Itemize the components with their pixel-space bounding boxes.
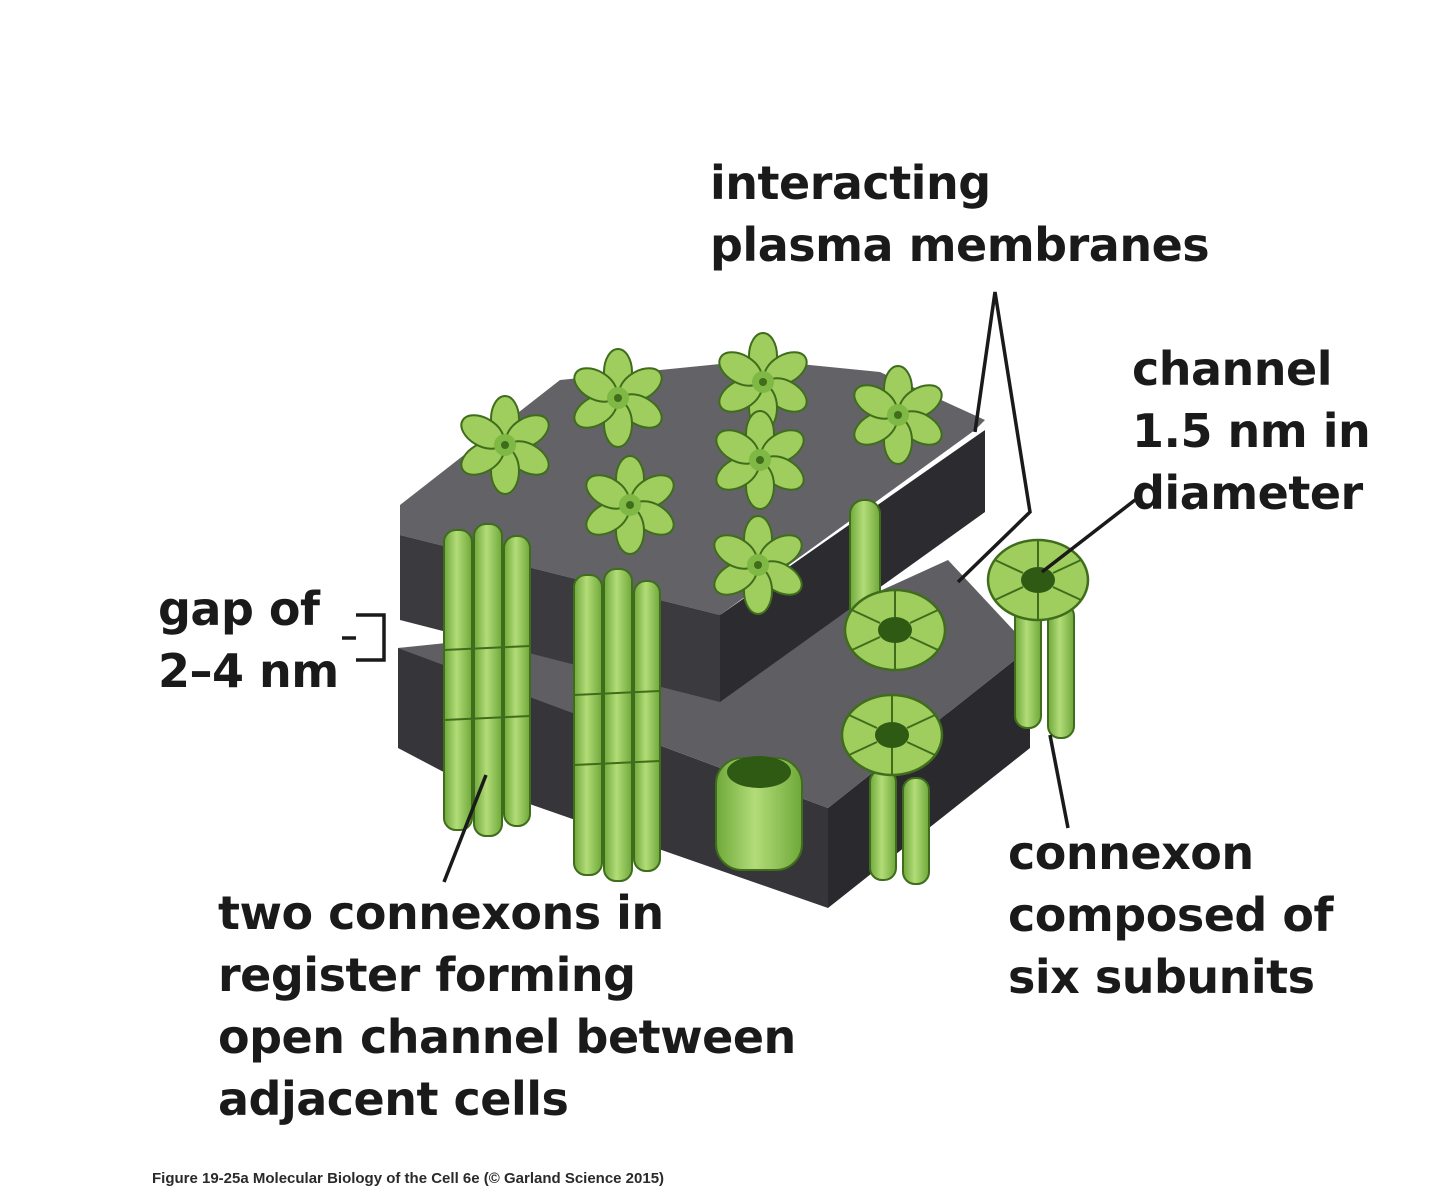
label-line: plasma membranes: [710, 218, 1210, 272]
label-line: channel: [1132, 342, 1333, 396]
label-line: diameter: [1132, 466, 1363, 520]
gap-width-label: gap of 2–4 nm: [158, 578, 339, 702]
label-line: connexon: [1008, 826, 1254, 880]
label-line: open channel between: [218, 1010, 796, 1064]
register-leader: [442, 774, 488, 883]
label-line: two connexons in: [218, 886, 664, 940]
figure-caption: Figure 19-25a Molecular Biology of the C…: [152, 1170, 665, 1187]
label-line: gap of: [158, 582, 320, 636]
connexons-in-register-label: two connexons in register forming open c…: [218, 882, 796, 1130]
gap-bracket: [356, 613, 386, 662]
label-line: composed of: [1008, 888, 1333, 942]
label-line: six subunits: [1008, 950, 1315, 1004]
connexon-subunits-label: connexon composed of six subunits: [1008, 822, 1333, 1008]
label-line: 2–4 nm: [158, 644, 339, 698]
connexon-rings: [840, 499, 1090, 885]
label-line: interacting: [710, 156, 991, 210]
interacting-membranes-label: interacting plasma membranes: [710, 152, 1210, 276]
label-line: 1.5 nm in: [1132, 404, 1371, 458]
membranes-leader: [956, 291, 1032, 584]
leader-lines: [342, 291, 1137, 883]
label-line: register forming: [218, 948, 636, 1002]
channel-diameter-label: channel 1.5 nm in diameter: [1132, 338, 1371, 524]
connexon-pairs: [443, 523, 803, 882]
label-line: adjacent cells: [218, 1072, 569, 1126]
connexon-leader: [1048, 734, 1070, 829]
channel-leader: [1040, 498, 1137, 574]
